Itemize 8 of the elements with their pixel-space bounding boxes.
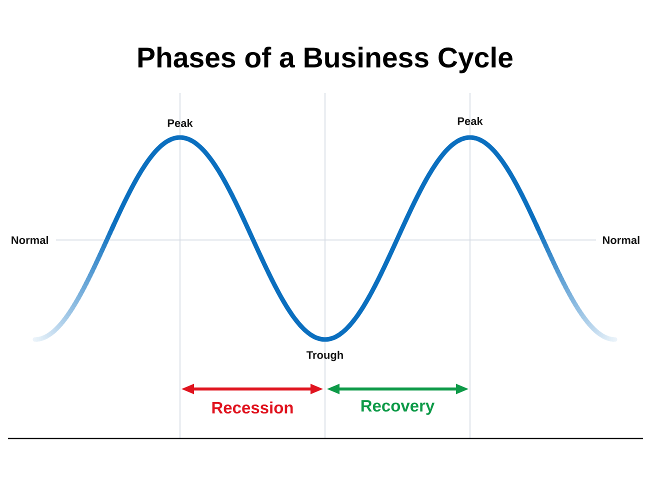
- title: Phases of a Business Cycle: [138, 46, 512, 74]
- trough-label: Trough: [306, 350, 343, 362]
- normal-label: Normal: [602, 236, 640, 244]
- peak-label: Peak: [168, 118, 193, 128]
- peak-label: Peak: [458, 116, 483, 126]
- normal-label: Normal: [12, 236, 48, 244]
- phase-label: Recovery: [361, 400, 435, 415]
- phase-label: Recession: [212, 401, 293, 414]
